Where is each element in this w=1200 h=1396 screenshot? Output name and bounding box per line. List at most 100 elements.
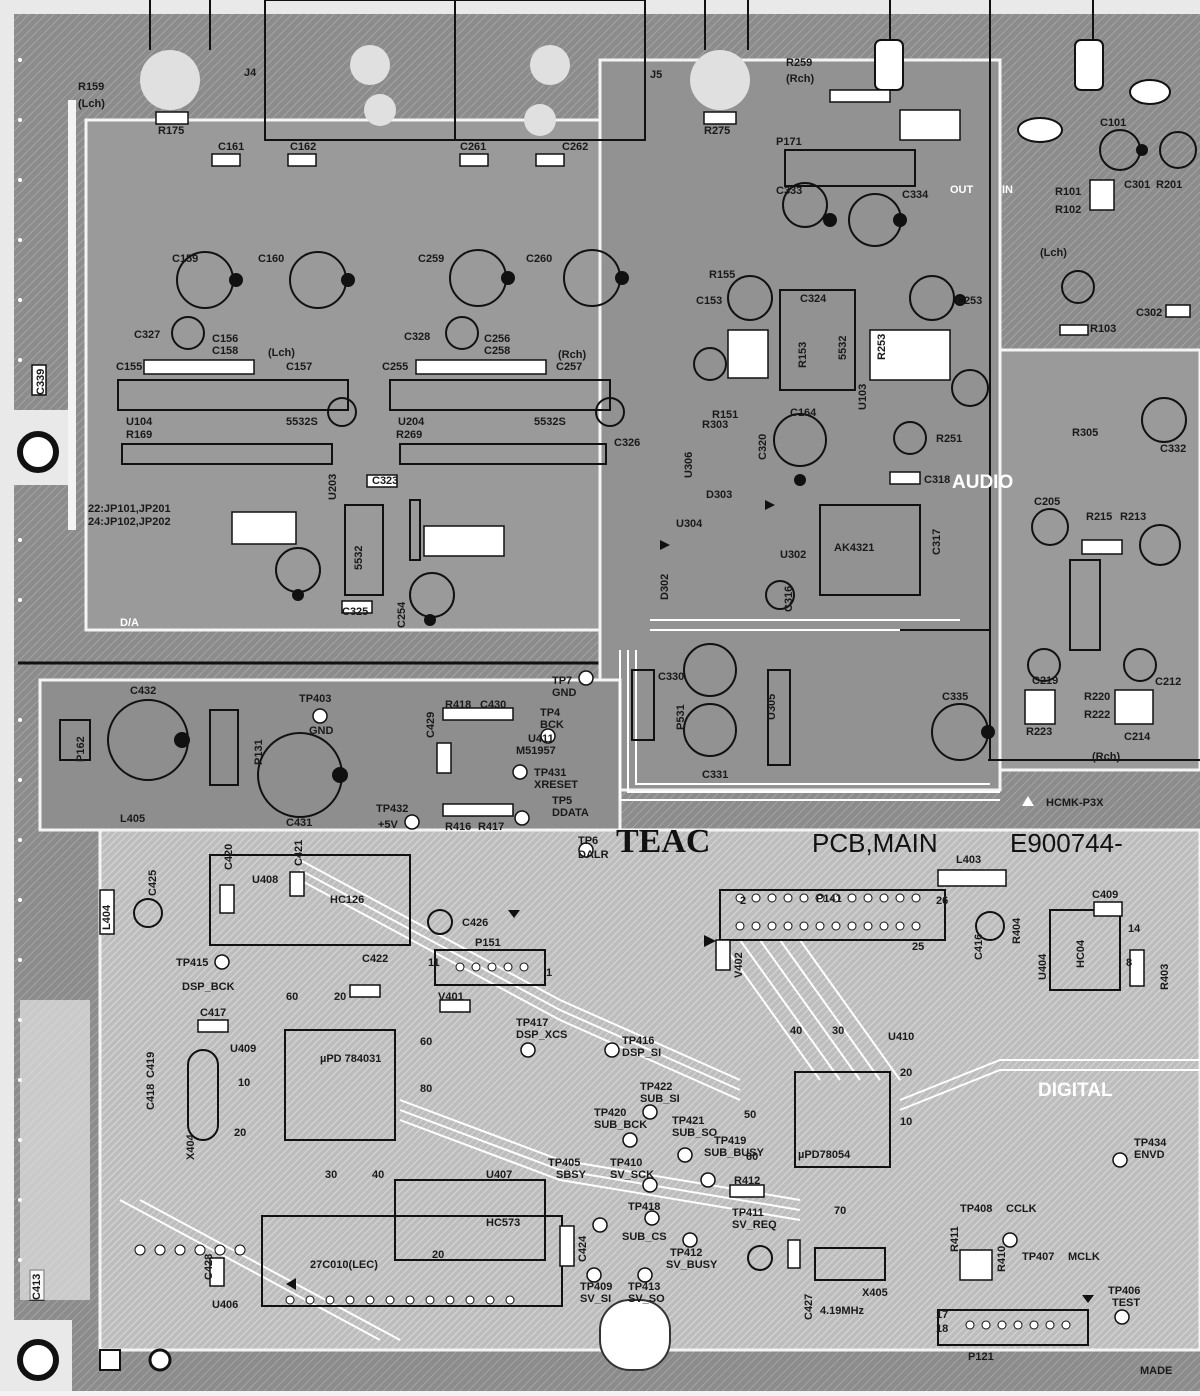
label-u103-part: 5532 [837, 336, 849, 360]
label-tp406-net: TEST [1112, 1297, 1140, 1309]
label-p141: P141 [816, 893, 842, 905]
ul-mark: HCMK-P3X [1046, 797, 1104, 809]
label-c333: C333 [776, 185, 802, 197]
label-c430: C430 [480, 699, 506, 711]
label-r269: R269 [396, 429, 422, 441]
label-c417: C417 [200, 1007, 226, 1019]
label-tp417-net: DSP_XCS [516, 1029, 567, 1041]
label-in: IN [1002, 184, 1013, 196]
label-c424: C424 [577, 1235, 589, 1262]
label-c332: C332 [1160, 443, 1186, 455]
label-r259-ch: (Rch) [786, 73, 814, 85]
label-r418: R418 [445, 699, 471, 711]
label-c214: C214 [1124, 731, 1151, 743]
label-c334: C334 [902, 189, 929, 201]
mounting-hole [12, 410, 72, 485]
digital-region [98, 828, 1200, 1352]
label-r410: R410 [996, 1246, 1008, 1272]
label-c419: C419 [145, 1052, 157, 1078]
label-tp434-net: ENVD [1134, 1149, 1165, 1161]
label-section-lch: (Lch) [268, 347, 295, 359]
label-c429: C429 [425, 712, 437, 738]
label-tp410-net: SV_SCK [610, 1169, 654, 1181]
da-region [84, 118, 648, 632]
label-tp431-net: XRESET [534, 779, 578, 791]
label-r102: R102 [1055, 204, 1081, 216]
brand-logo: TEAC [616, 823, 710, 860]
label-tp415-net: DSP_BCK [182, 981, 235, 993]
label-tp432-net: +5V [378, 819, 399, 831]
label-out: OUT [950, 184, 974, 196]
jack-j5 [454, 0, 750, 141]
label-p131: P131 [253, 739, 265, 765]
label-j5: J5 [650, 69, 662, 81]
label-c162: C162 [290, 141, 316, 153]
mounting-hole [99, 1348, 172, 1372]
label-x405-freq: 4.19MHz [820, 1305, 865, 1317]
label-tp411: TP411 [732, 1207, 764, 1219]
label-c331: C331 [702, 769, 728, 781]
label-u407: U407 [486, 1169, 512, 1181]
pin-number-labels: 60 60 80 20 20 30 40 10 20 40 30 50 10 2… [234, 895, 1141, 1335]
pin-label: 40 [790, 1025, 802, 1037]
label-tp408: TP408 [960, 1203, 992, 1215]
label-tp408-net: CCLK [1006, 1203, 1037, 1215]
label-l404: L404 [101, 904, 113, 930]
label-p171: P171 [776, 136, 802, 148]
mounting-pad [599, 1299, 671, 1371]
label-r411: R411 [949, 1226, 961, 1252]
label-c156: C156 [212, 333, 238, 345]
label-u410-part: µPD78054 [798, 1149, 851, 1161]
label-tp406: TP406 [1108, 1285, 1140, 1297]
label-c205: C205 [1034, 496, 1060, 508]
label-u404-part: HC04 [1075, 939, 1087, 968]
pin-label: 80 [420, 1083, 432, 1095]
label-c212: C212 [1155, 676, 1181, 688]
label-tp413: TP413 [628, 1281, 660, 1293]
board-name: PCB,MAIN [812, 828, 938, 858]
label-j4: J4 [244, 67, 257, 79]
edge-trace [68, 100, 76, 530]
label-u411-part: M51957 [516, 745, 556, 757]
label-c324: C324 [800, 293, 827, 305]
label-l405: L405 [120, 813, 145, 825]
label-tp409-net: SV_SI [580, 1293, 611, 1305]
label-c428: C428 [203, 1254, 215, 1280]
label-v401: V401 [438, 991, 464, 1003]
label-tp4-net: BCK [540, 719, 564, 731]
label-r412: R412 [734, 1175, 760, 1187]
board-part-number: E900744- [1010, 828, 1123, 858]
label-tp403-net: GND [309, 725, 334, 737]
label-c157: C157 [286, 361, 312, 373]
label-tp413-net: SV_SO [628, 1293, 665, 1305]
label-c418: C418 [145, 1084, 157, 1110]
label-tp416-net: DSP_SI [622, 1047, 661, 1059]
label-tp5: TP5 [552, 795, 572, 807]
capacitor-polarity-dots [174, 144, 1148, 783]
label-r403: R403 [1159, 964, 1171, 990]
label-c257: C257 [556, 361, 582, 373]
crystal-outlines [187, 1049, 219, 1141]
pin-label: 50 [744, 1109, 756, 1121]
label-r215: R215 [1086, 511, 1112, 523]
edge-trace [20, 1000, 90, 1300]
label-p151: P151 [475, 937, 501, 949]
label-u411: U411 [528, 733, 554, 745]
label-c301: C301 [1124, 179, 1150, 191]
label-u305: U305 [766, 694, 778, 720]
label-r303: R303 [702, 419, 728, 431]
label-c254: C254 [396, 601, 408, 628]
label-c320: C320 [757, 434, 769, 460]
label-jp-note-2: 24:JP102,JP202 [88, 516, 171, 528]
label-c155: C155 [116, 361, 142, 373]
label-p121: P121 [968, 1351, 994, 1363]
label-r169: R169 [126, 429, 152, 441]
pin-label: 18 [936, 1323, 948, 1335]
pin-label: 60 [286, 991, 298, 1003]
label-u103: U103 [857, 384, 869, 410]
label-tp421-net: SUB_SO [672, 1127, 718, 1139]
pin-label: 26 [936, 895, 948, 907]
label-c256: C256 [484, 333, 510, 345]
label-tp415: TP415 [176, 957, 208, 969]
label-section-rch-2: (Rch) [1092, 751, 1120, 763]
